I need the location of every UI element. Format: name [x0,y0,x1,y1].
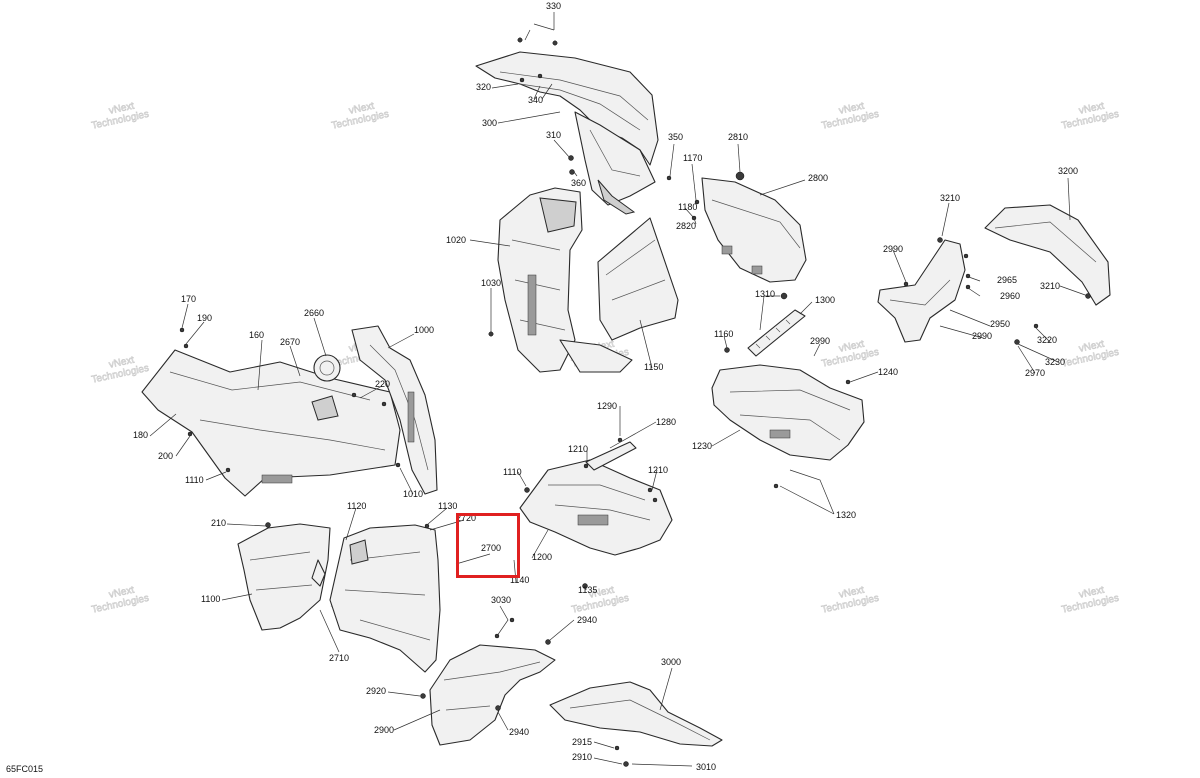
callout-190: 190 [197,313,212,323]
callout-300: 300 [482,118,497,128]
part-1100-lower-panel [237,523,331,631]
callout-1210: 1210 [568,444,588,454]
callout-170: 170 [181,294,196,304]
callout-1100: 1100 [201,594,220,604]
callout-2940: 2940 [577,615,597,625]
callout-180: 180 [133,430,148,440]
callout-1120: 1120 [347,501,366,511]
callout-1130: 1130 [438,501,457,511]
callout-2800: 2800 [808,173,828,183]
callout-labels: 330 320 340 300 310 350 360 2810 1170 2800 1180 282… [133,1,1078,772]
callout-1030: 1030 [481,278,501,288]
document-code: 65FC015 [6,764,44,774]
callout-350: 350 [668,132,683,142]
callout-2660: 2660 [304,308,324,318]
callout-3010: 3010 [696,762,716,772]
callout-2910: 2910 [572,752,592,762]
callout-1160: 1160 [714,329,733,339]
callout-1200: 1200 [532,552,552,562]
callout-2990: 2990 [883,244,903,254]
callout-1290: 1290 [597,401,617,411]
part-160-dash-panel [141,349,401,497]
callout-1300: 1300 [815,295,835,305]
callout-200: 200 [158,451,173,461]
callout-3230: 3230 [1045,357,1065,367]
callout-1150: 1150 [644,362,663,372]
callout-1230: 1230 [692,441,712,451]
callout-1110: 1110 [503,467,522,477]
callout-1240: 1240 [878,367,898,377]
part-1020-side-panel [497,187,633,373]
callout-210: 210 [211,518,226,528]
part-2700-lower-side [329,524,441,673]
callout-3210: 3210 [940,193,960,203]
leader-lines [149,12,1089,767]
callout-330: 330 [546,1,561,11]
callout-320: 320 [476,82,491,92]
highlight-box-2700 [456,513,520,578]
callout-2940: 2940 [509,727,529,737]
callout-1140: 1140 [510,575,529,585]
part-3000-rear-panel [549,681,723,747]
callout-1020: 1020 [446,235,466,245]
part-2950-bracket [877,239,966,343]
part-3200-rear-cover [984,204,1111,306]
callout-1010: 1010 [403,489,423,499]
callout-2990: 2990 [972,331,992,341]
callout-1180: 1180 [678,202,697,212]
part-2900-lower-fender [429,644,556,746]
callout-1170: 1170 [683,153,702,163]
callout-2670: 2670 [280,337,300,347]
callout-1000: 1000 [414,325,434,335]
callout-2970: 2970 [1025,368,1045,378]
callout-3030: 3030 [491,595,511,605]
part-1200-floor-tray [519,441,673,556]
callout-360: 360 [571,178,586,188]
callout-340: 340 [528,95,543,105]
callout-160: 160 [249,330,264,340]
callout-3200: 3200 [1058,166,1078,176]
callout-2965: 2965 [997,275,1017,285]
callout-220: 220 [375,379,390,389]
callout-2720: 2720 [456,513,476,523]
callout-2950: 2950 [990,319,1010,329]
part-1300-strip [747,309,806,357]
part-1150-panel [597,217,679,341]
part-1000-side-panel [351,325,438,495]
callout-3000: 3000 [661,657,681,667]
part-2800-dash-cover [701,171,807,283]
callout-1210: 1210 [648,465,668,475]
callout-3220: 3220 [1037,335,1057,345]
callout-3210: 3210 [1040,281,1060,291]
callout-1110: 1110 [185,475,204,485]
callout-2915: 2915 [572,737,592,747]
callout-1135: 1135 [578,585,597,595]
callout-2700: 2700 [481,543,501,553]
callout-2710: 2710 [329,653,349,663]
callout-1320: 1320 [836,510,856,520]
callout-2810: 2810 [728,132,748,142]
callout-310: 310 [546,130,561,140]
callout-2900: 2900 [374,725,394,735]
callout-2990: 2990 [810,336,830,346]
callout-2960: 2960 [1000,291,1020,301]
part-1230-floor-frame [711,364,865,461]
callout-1280: 1280 [656,417,676,427]
callout-2820: 2820 [676,221,696,231]
callout-2920: 2920 [366,686,386,696]
callout-1310: 1310 [755,289,775,299]
